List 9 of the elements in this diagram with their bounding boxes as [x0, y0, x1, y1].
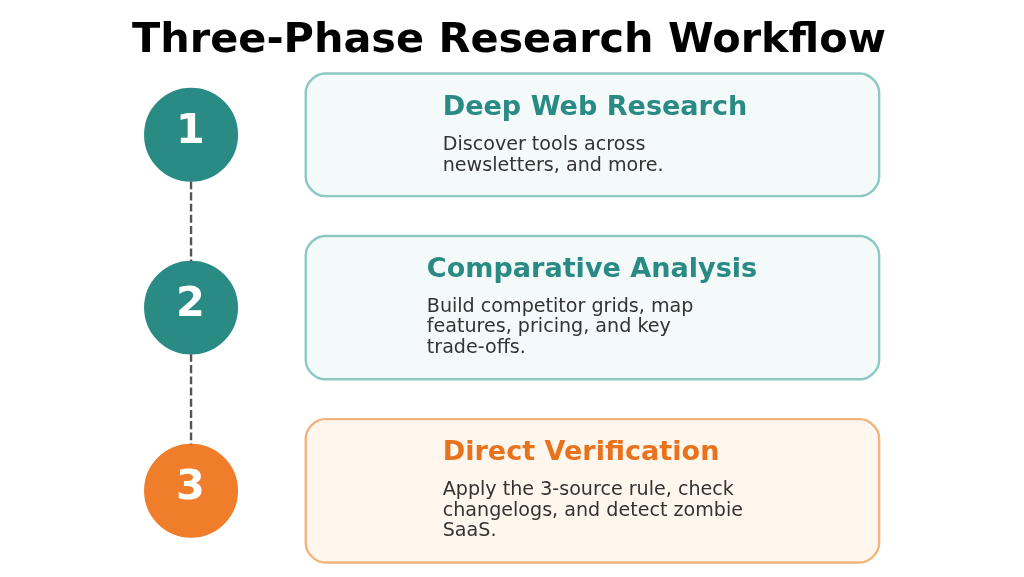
- connector: [189, 181, 193, 262]
- node-circle: 1: [144, 87, 239, 182]
- node-box: Direct Verification Apply the 3-source rule, check changelogs, and detect zombie SaaS.: [304, 417, 881, 564]
- node-circle: 2: [144, 260, 239, 355]
- diagram-title: Three-Phase Research Workflow: [132, 14, 886, 63]
- node-box: Comparative Analysis Build competitor grids, map features, pricing, and key trade-offs.: [304, 234, 881, 381]
- connector: [189, 354, 193, 445]
- node-circle: 3: [144, 443, 239, 538]
- node-box: Deep Web Research Discover tools across newsletters, and more.: [304, 72, 881, 198]
